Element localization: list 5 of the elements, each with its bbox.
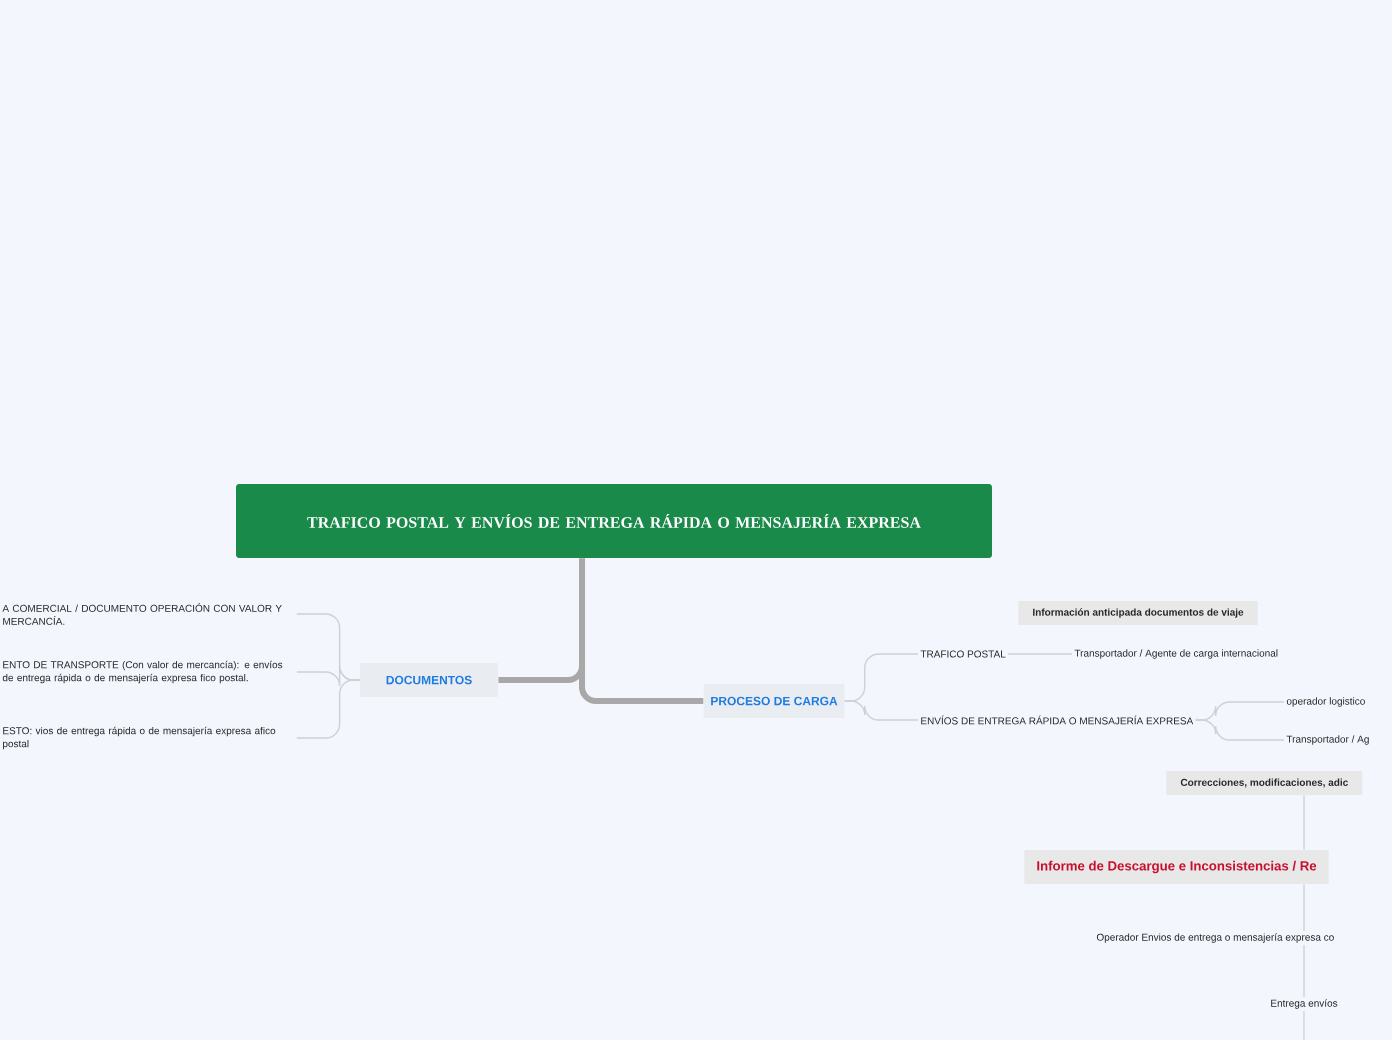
connector-line [296, 679, 361, 739]
title-box: TRAFICO POSTAL Y ENVÍOS DE ENTREGA RÁPIDA O MENSAJERÍA EXPRESA [236, 484, 992, 558]
connector-line [844, 700, 919, 721]
connector-line [579, 558, 704, 704]
connector-line [1194, 719, 1285, 741]
